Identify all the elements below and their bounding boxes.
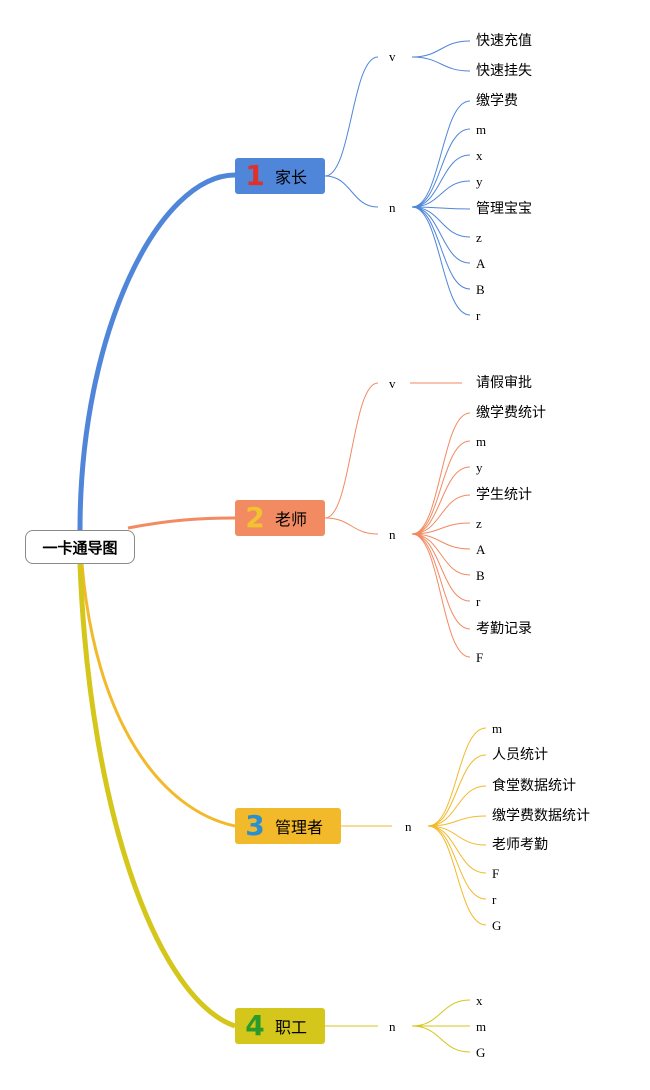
leaf-connector (427, 727, 487, 827)
subgroup-label[interactable]: n (389, 1019, 396, 1034)
branch-connector (324, 175, 379, 208)
branch-label: 老师 (275, 510, 308, 529)
leaf-connector (411, 494, 471, 535)
leaf-connector (427, 825, 487, 874)
leaf-item[interactable]: z (476, 230, 482, 245)
leaf-connector (411, 522, 471, 535)
leaf-connector (411, 56, 471, 72)
leaf-connector (411, 100, 471, 208)
leaf-item[interactable]: y (476, 174, 483, 189)
leaf-connector (411, 533, 471, 658)
branch-label: 家长 (275, 168, 308, 187)
leaf-connector (427, 825, 487, 846)
leaf-item[interactable]: 快速挂失 (476, 63, 532, 79)
leaf-item[interactable]: m (476, 122, 487, 137)
subgroup-label[interactable]: n (389, 200, 396, 215)
leaf-item[interactable]: F (476, 650, 484, 665)
leaf-item[interactable]: 人员统计 (492, 747, 548, 763)
leaf-connector (411, 412, 471, 535)
leaf-connector (411, 154, 471, 208)
leaf-item[interactable]: 考勤记录 (476, 621, 532, 637)
leaf-connector (427, 785, 487, 827)
root-node[interactable]: 一卡通导图 (25, 530, 135, 564)
subgroup-label[interactable]: v (389, 49, 396, 64)
root-connector-4 (77, 563, 236, 1029)
leaf-item[interactable]: y (476, 460, 483, 475)
subgroup-label[interactable]: n (389, 527, 396, 542)
leaf-item[interactable]: x (476, 148, 483, 163)
branch-connector (324, 382, 379, 519)
branch-node-teacher[interactable]: 2 老师 (235, 500, 325, 536)
root-connector-2 (127, 516, 236, 530)
leaf-item[interactable]: r (476, 594, 481, 609)
leaf-connector (427, 754, 487, 827)
leaf-item[interactable]: 缴学费 (476, 93, 518, 109)
leaf-item[interactable]: r (492, 892, 497, 907)
leaf-connector (427, 825, 487, 900)
leaf-connector (427, 825, 487, 926)
leaf-item[interactable]: 老师考勤 (492, 837, 548, 853)
leaf-connector (411, 40, 471, 58)
branch-number-2: 2 (245, 501, 265, 534)
leaf-item[interactable]: B (476, 568, 485, 583)
leaf-item[interactable]: 食堂数据统计 (492, 778, 576, 794)
leaf-item[interactable]: z (476, 516, 482, 531)
leaf-item[interactable]: m (476, 1019, 487, 1034)
leaf-connector (411, 206, 471, 264)
leaf-item[interactable]: A (476, 256, 486, 271)
leaf-item[interactable]: G (492, 918, 502, 933)
leaf-connector (411, 206, 471, 290)
leaf-connector (411, 533, 471, 576)
leaf-item[interactable]: r (476, 308, 481, 323)
leaf-item[interactable]: m (492, 721, 503, 736)
branch-node-parent[interactable]: 1 家长 (235, 158, 325, 194)
leaf-connector (411, 206, 471, 316)
root-connector-3 (80, 563, 236, 828)
leaf-item[interactable]: F (492, 866, 500, 881)
branch-label: 职工 (275, 1018, 308, 1037)
branch-node-staff[interactable]: 4 职工 (235, 1008, 325, 1044)
leaf-item[interactable]: 管理宝宝 (476, 201, 532, 217)
branch-node-manager[interactable]: 3 管理者 (235, 808, 341, 844)
branch-number-3: 3 (245, 809, 265, 842)
branch-number-1: 1 (245, 159, 265, 192)
leaf-connector (411, 180, 471, 208)
branch-connector (324, 517, 379, 535)
branch-number-4: 4 (245, 1009, 265, 1042)
root-connector-1 (77, 172, 236, 531)
leaf-connector (411, 533, 471, 602)
leaf-item[interactable]: x (476, 993, 483, 1008)
subgroup-label[interactable]: v (389, 376, 396, 391)
leaf-item[interactable]: 学生统计 (476, 487, 532, 503)
leaf-item[interactable]: B (476, 282, 485, 297)
branch-label: 管理者 (275, 818, 324, 837)
leaf-item[interactable]: 缴学费数据统计 (492, 808, 590, 824)
subgroup-label[interactable]: n (405, 819, 412, 834)
leaf-item[interactable]: G (476, 1045, 486, 1060)
leaf-connector (411, 440, 471, 535)
branch-connector (324, 56, 379, 177)
leaf-item[interactable]: 缴学费统计 (476, 405, 546, 421)
root-label: 一卡通导图 (42, 538, 118, 557)
leaf-connector (411, 999, 471, 1027)
leaf-connector (411, 128, 471, 208)
leaf-connector (411, 206, 471, 238)
leaf-connector (411, 533, 471, 550)
leaf-item[interactable]: A (476, 542, 486, 557)
leaf-item[interactable]: 请假审批 (476, 375, 532, 391)
leaf-connector (427, 815, 487, 827)
leaf-connector (411, 466, 471, 535)
leaf-item[interactable]: 快速充值 (476, 33, 532, 49)
leaf-item[interactable]: m (476, 434, 487, 449)
leaf-connector (411, 1025, 471, 1053)
